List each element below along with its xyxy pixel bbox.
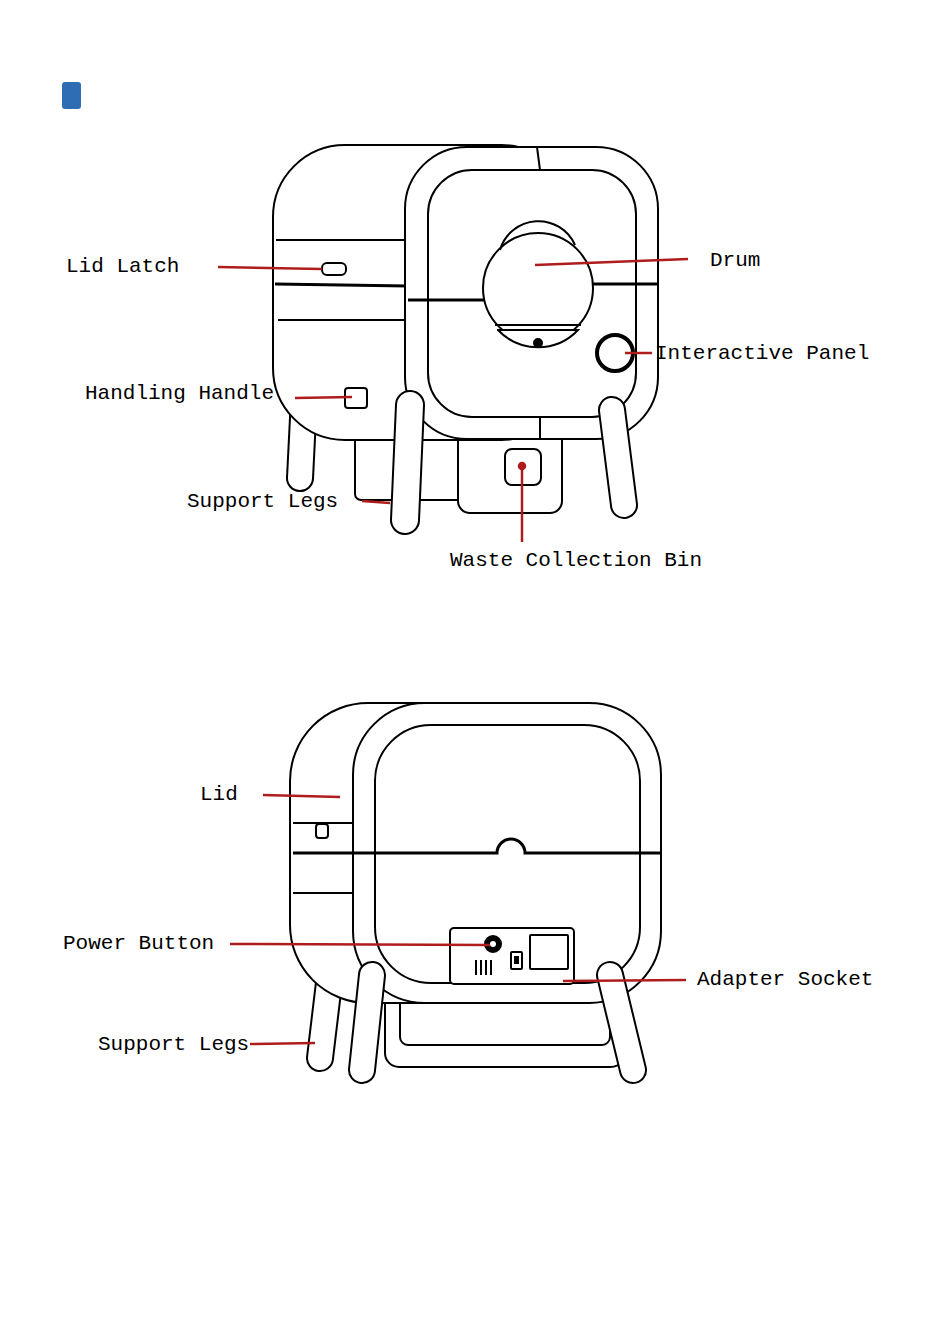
part-label: Support Legs — [98, 1032, 249, 1058]
part-label: Adapter Socket — [697, 967, 873, 993]
vents — [476, 960, 491, 975]
adapter-socket — [511, 952, 522, 969]
front-legs — [362, 975, 633, 1070]
part-label: Handling Handle — [85, 381, 274, 407]
front-legs — [405, 405, 624, 520]
front-inner — [428, 170, 636, 417]
front-view — [273, 145, 658, 520]
section-marker — [62, 82, 81, 109]
part-label: Power Button — [63, 931, 214, 957]
part-label: Interactive Panel — [655, 341, 869, 367]
part-label: Waste Collection Bin — [450, 548, 702, 574]
leader-lines — [218, 259, 688, 1044]
back-view — [290, 703, 661, 1070]
rear-panel — [450, 928, 574, 984]
part-label: Support Legs — [187, 489, 338, 515]
front-face — [405, 147, 658, 439]
rating-plate — [530, 935, 568, 969]
part-label: Lid — [200, 782, 238, 808]
lid-latch — [322, 263, 346, 275]
lid-latch — [316, 824, 328, 838]
part-label: Drum — [710, 248, 760, 274]
part-label: Lid Latch — [66, 254, 179, 280]
